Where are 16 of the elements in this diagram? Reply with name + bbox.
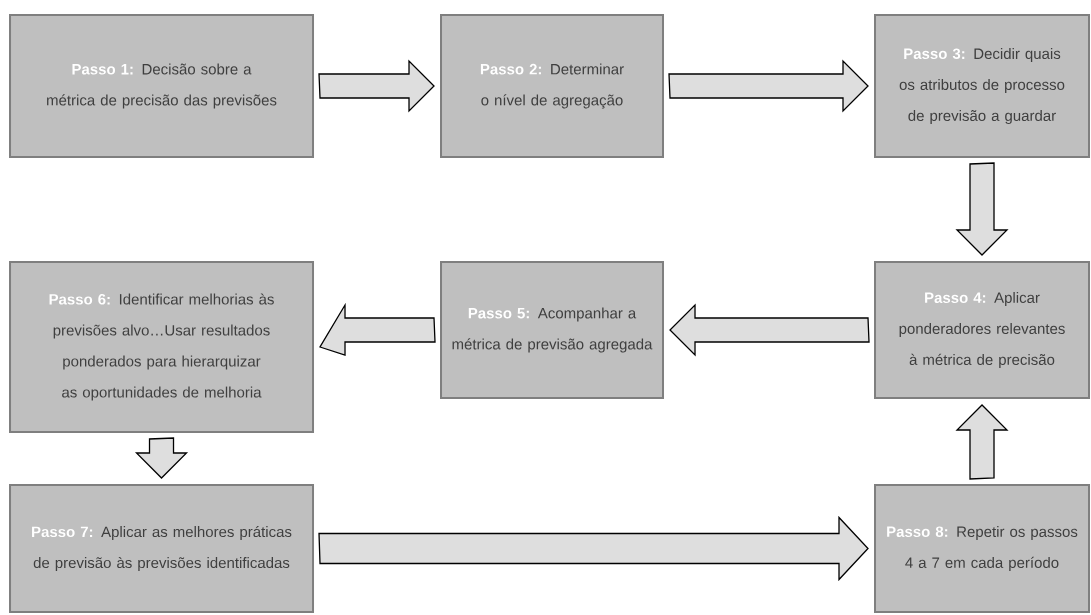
step-box: Passo 2: Determinar o nível de agregação (440, 14, 664, 158)
step-box: Passo 8: Repetir os passos 4 a 7 em cada período (874, 484, 1090, 613)
step-box: Passo 6: Identificar melhorias às previsões alvo…Usar resultados ponderados para hierarquizar as oportunidades de melhoria (9, 261, 314, 433)
step-box: Passo 1: Decisão sobre a métrica de precisão das previsões (9, 14, 314, 158)
step-box: Passo 7: Aplicar as melhores práticas de previsão às previsões identificadas (9, 484, 314, 613)
block-arrow (319, 302, 436, 356)
step-box: Passo 3: Decidir quais os atributos de processo de previsão a guardar (874, 14, 1090, 158)
block-arrow (134, 437, 189, 479)
block-arrow (669, 303, 870, 357)
block-arrow (668, 59, 869, 113)
block-arrow (955, 162, 1009, 256)
block-arrow (318, 515, 869, 582)
step-box: Passo 4: Aplicar ponderadores relevantes à métrica de precisão (874, 261, 1090, 399)
block-arrow (955, 404, 1009, 480)
block-arrow (318, 59, 435, 113)
step-box: Passo 5: Acompanhar a métrica de previsão agregada (440, 261, 664, 399)
